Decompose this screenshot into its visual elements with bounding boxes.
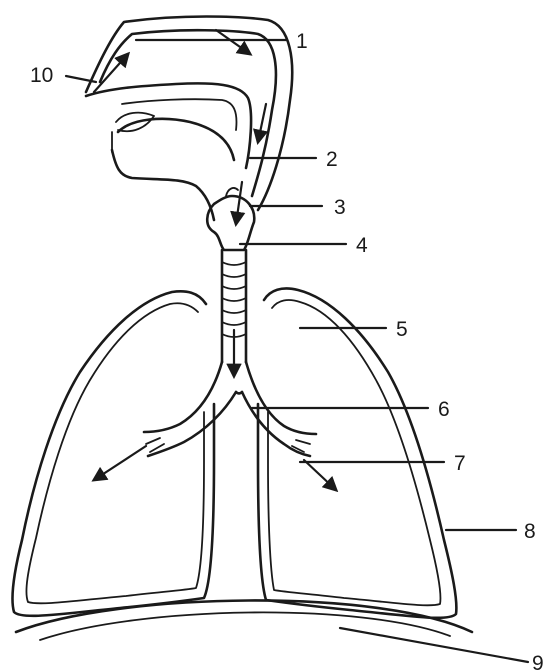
label-4: 4 <box>356 234 368 257</box>
diaphragm <box>16 600 472 640</box>
left-bronchus-upper <box>144 362 222 432</box>
label-1: 1 <box>296 30 308 53</box>
label-10: 10 <box>30 64 53 87</box>
label-6: 6 <box>438 398 450 421</box>
leader-lines <box>66 40 528 662</box>
label-5: 5 <box>396 318 408 341</box>
hard-palate <box>86 83 251 168</box>
label-8: 8 <box>524 520 536 543</box>
left-lung-inner <box>26 303 204 603</box>
label-2: 2 <box>326 148 338 171</box>
right-bronchus-upper <box>246 362 316 434</box>
tongue <box>118 119 234 160</box>
right-bronchiole <box>296 440 310 444</box>
palate-inner <box>122 99 236 130</box>
leader-9 <box>340 628 528 662</box>
nasal-cavity-outer <box>86 17 292 211</box>
left-bronchiole <box>146 438 160 444</box>
trachea-ring <box>222 322 246 325</box>
arrow-left-lung <box>94 446 146 480</box>
right-bronchus-lower <box>242 392 310 456</box>
left-lung-outer <box>12 291 214 616</box>
trachea-ring <box>222 298 246 301</box>
arrow-right-lung <box>304 460 336 490</box>
trachea-ring <box>222 286 246 289</box>
label-9: 9 <box>532 652 544 672</box>
label-7: 7 <box>454 452 466 475</box>
trachea-ring <box>222 262 246 265</box>
label-3: 3 <box>334 196 346 219</box>
lower-jaw <box>112 150 214 220</box>
right-lung-outer <box>258 288 456 617</box>
head-airway <box>86 17 292 251</box>
arrow-nasal-flow <box>216 30 250 54</box>
larynx <box>207 196 254 250</box>
trachea-ring <box>222 310 246 313</box>
arrow-pharynx-down <box>258 104 266 142</box>
trachea-ring <box>222 274 246 277</box>
right-lung-inner <box>268 300 441 605</box>
